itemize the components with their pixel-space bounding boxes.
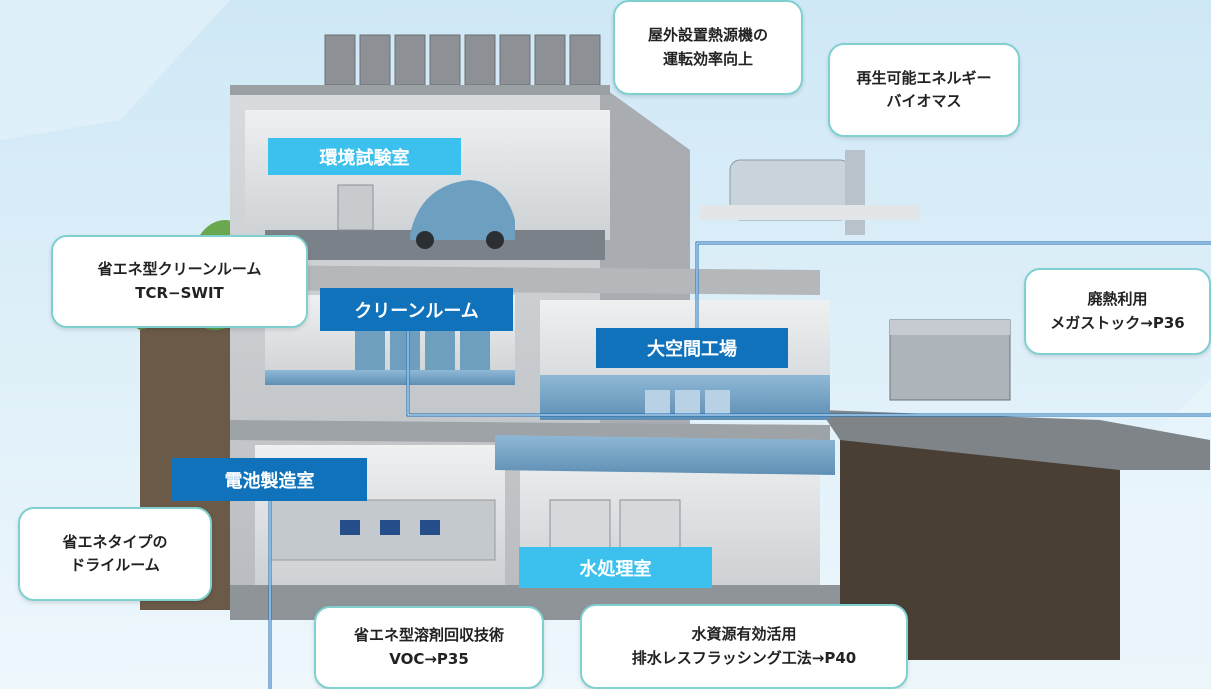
callout-cleanroom-line2: TCR−SWIT <box>135 283 224 302</box>
callout-solvent-recovery: 省エネ型溶剤回収技術 VOC→P35 <box>314 606 544 689</box>
room-label-clean-room: クリーンルーム <box>320 288 513 331</box>
callout-rooftop-line2: 運転効率向上 <box>662 49 753 68</box>
room-label-env-test: 環境試験室 <box>268 138 461 175</box>
callout-renewable-line1: 再生可能エネルギー <box>856 68 992 87</box>
callout-rooftop-line1: 屋外設置熱源機の <box>647 26 768 45</box>
callout-waste-heat: 廃熱利用 メガストック→P36 <box>1024 268 1211 355</box>
callout-dry-room: 省エネタイプの ドライルーム <box>18 507 212 601</box>
callout-renewable-energy: 再生可能エネルギー バイオマス <box>828 43 1020 137</box>
callout-water-line2: 排水レスフラッシング工法→P40 <box>631 648 857 667</box>
callout-cleanroom-line1: 省エネ型クリーンルーム <box>97 260 262 279</box>
room-label-battery: 電池製造室 <box>172 458 367 501</box>
callout-solvent-line1: 省エネ型溶剤回収技術 <box>353 626 504 645</box>
callout-dry-room-line2: ドライルーム <box>70 556 160 574</box>
callout-rooftop-heat-source: 屋外設置熱源機の 運転効率向上 <box>613 0 803 95</box>
callout-dry-room-line1: 省エネタイプの <box>62 532 168 551</box>
callout-cleanroom-tech: 省エネ型クリーンルーム TCR−SWIT <box>51 235 308 328</box>
callout-solvent-line2: VOC→P35 <box>389 649 469 668</box>
room-label-water-treatment: 水処理室 <box>519 547 712 588</box>
callout-waste-heat-line1: 廃熱利用 <box>1087 290 1148 309</box>
callout-waste-heat-line2: メガストック→P36 <box>1050 313 1185 332</box>
callout-renewable-line2: バイオマス <box>886 92 962 110</box>
callout-water-line1: 水資源有効活用 <box>691 625 797 644</box>
callout-water-resources: 水資源有効活用 排水レスフラッシング工法→P40 <box>580 604 908 689</box>
room-label-large-factory: 大空間工場 <box>596 328 788 368</box>
